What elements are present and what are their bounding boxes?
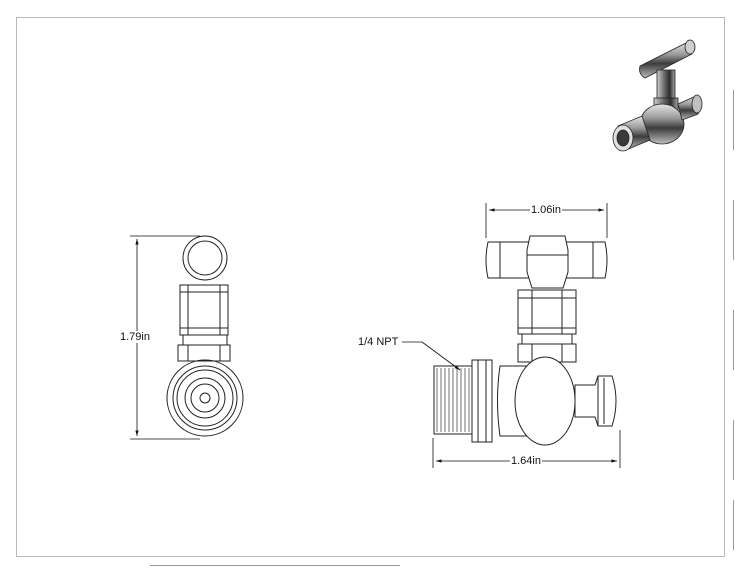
border-tick (733, 90, 734, 150)
border-tick (733, 500, 734, 550)
thread-callout-leader (402, 341, 461, 371)
drawing-sheet-border (16, 17, 725, 557)
border-tick (150, 565, 400, 566)
height-dimension-label: 1.79in (119, 331, 151, 343)
width-dimension-label: 1.06in (530, 204, 562, 216)
border-tick (733, 420, 734, 480)
border-tick (733, 200, 734, 260)
thread-callout-label: 1/4 NPT (357, 336, 400, 348)
length-dimension-label: 1.64in (510, 455, 542, 467)
end-view (166, 235, 244, 437)
thread-lines (436, 368, 470, 432)
border-tick (733, 310, 734, 370)
valve-isometric-icon (612, 39, 703, 152)
side-view (433, 235, 617, 446)
